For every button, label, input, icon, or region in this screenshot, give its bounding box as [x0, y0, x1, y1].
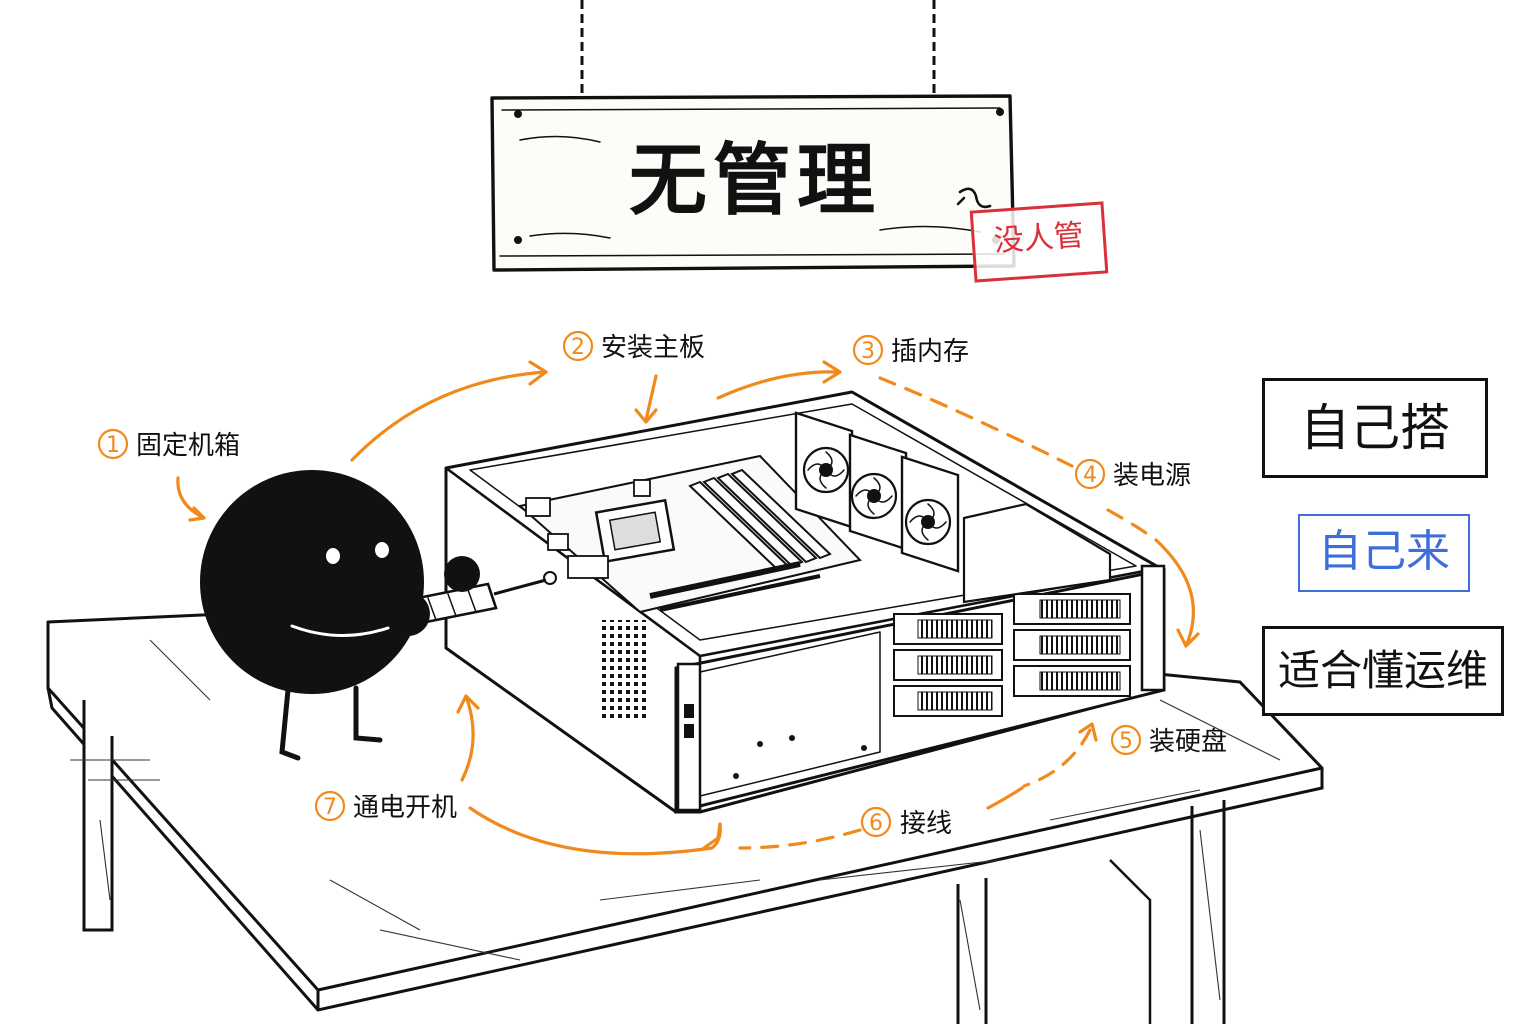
sign-hook-icon — [956, 187, 992, 209]
arrow-5-to-6 — [1022, 728, 1092, 788]
step-number-badge — [1110, 724, 1142, 756]
character-eye — [375, 542, 389, 558]
step-number: 1 — [106, 433, 120, 458]
table-leg — [82, 700, 114, 932]
side-note-do-yourself: 自己来 — [1298, 514, 1470, 592]
step-label: 装电源 — [1113, 461, 1191, 491]
character-hand — [386, 592, 430, 636]
side-note-for-ops-experts: 适合懂运维 — [1262, 626, 1504, 716]
character-body — [200, 470, 424, 694]
arrowhead-icon — [822, 360, 842, 384]
drive-bay — [893, 613, 1003, 645]
step-number-badge — [860, 806, 892, 838]
arrowhead-icon — [456, 694, 480, 714]
cooling-fans — [794, 411, 960, 573]
step-number: 5 — [1119, 729, 1133, 754]
step-number-badge — [852, 334, 884, 366]
workflow-arrows — [176, 360, 1200, 856]
sign-title: 无管理 — [628, 136, 881, 226]
table-hatching — [70, 639, 1281, 1011]
step-1: 1 固定机箱 — [97, 428, 240, 461]
arrow-4-to-5 — [1154, 538, 1195, 648]
step-number-badge — [314, 790, 346, 822]
step-7: 7 通电开机 — [314, 790, 457, 823]
drive-bays — [893, 593, 1131, 717]
rack-ear-right — [1140, 564, 1166, 692]
step-number: 4 — [1083, 463, 1097, 488]
arrow-4-down — [1106, 508, 1152, 538]
character-leg — [353, 685, 383, 743]
arrow-6-to-7 — [738, 828, 862, 850]
sign-nail-icon — [514, 110, 522, 118]
step-number: 7 — [323, 795, 337, 820]
step-4: 4 装电源 — [1074, 458, 1191, 491]
step-number-badge — [562, 330, 594, 362]
step-number: 3 — [861, 339, 875, 364]
step-number: 6 — [869, 811, 883, 836]
table-leg — [956, 878, 988, 1024]
step-number-badge — [1074, 458, 1106, 490]
pcie-slot — [649, 561, 801, 599]
sign-nail-icon — [996, 108, 1004, 116]
step-3: 3 插内存 — [852, 334, 969, 367]
step-label: 装硬盘 — [1149, 727, 1227, 757]
drive-bay — [1013, 593, 1131, 625]
character-smile — [290, 624, 390, 637]
arrow-2-to-3 — [716, 370, 840, 400]
arrow-2-down — [644, 374, 658, 422]
arrow-1-to-2 — [350, 370, 548, 462]
step-label: 固定机箱 — [136, 431, 240, 461]
step-number-badge — [97, 428, 129, 460]
step-label: 通电开机 — [353, 793, 457, 823]
drive-bay — [1013, 629, 1131, 661]
arrow-3-to-4 — [878, 376, 1074, 468]
arrow-5-to-6-tail — [986, 786, 1024, 810]
step-label: 安装主板 — [601, 333, 705, 363]
sign-wood-grain — [499, 107, 1005, 257]
character-eye — [326, 548, 340, 564]
blob-character — [200, 470, 547, 761]
drive-bay — [1013, 665, 1131, 697]
drive-bay — [893, 649, 1003, 681]
step-5: 5 装硬盘 — [1110, 724, 1227, 757]
screw-icon — [543, 571, 557, 585]
side-note-build-yourself: 自己搭 — [1262, 378, 1488, 478]
table-leg — [1190, 800, 1226, 1024]
arrowhead-icon — [188, 506, 206, 522]
character-leg — [279, 687, 301, 761]
step-label: 插内存 — [891, 337, 969, 367]
arrowhead-icon — [528, 360, 548, 386]
fan-icon — [848, 433, 908, 551]
step-label: 接线 — [900, 809, 952, 839]
arrowhead-icon — [634, 408, 658, 424]
step-6: 6 接线 — [860, 806, 952, 839]
sign-nail-icon — [514, 236, 522, 244]
fan-icon — [794, 411, 854, 529]
step-2: 2 安装主板 — [562, 330, 705, 363]
sign-wood-texture — [519, 135, 981, 239]
arrow-7-curve — [468, 806, 722, 856]
drive-bay — [893, 685, 1003, 717]
chassis-side-vent — [600, 620, 646, 720]
fan-icon — [900, 455, 960, 573]
step-number: 2 — [571, 335, 585, 360]
stamp-label: 没人管 — [969, 201, 1109, 283]
arrow-7-up — [460, 694, 475, 782]
character-hand — [444, 556, 480, 592]
arrowhead-icon — [1176, 628, 1200, 648]
psu-bay — [962, 502, 1112, 604]
server-chassis — [444, 390, 1166, 814]
arrowhead-icon — [1078, 722, 1098, 742]
motherboard — [517, 454, 862, 614]
